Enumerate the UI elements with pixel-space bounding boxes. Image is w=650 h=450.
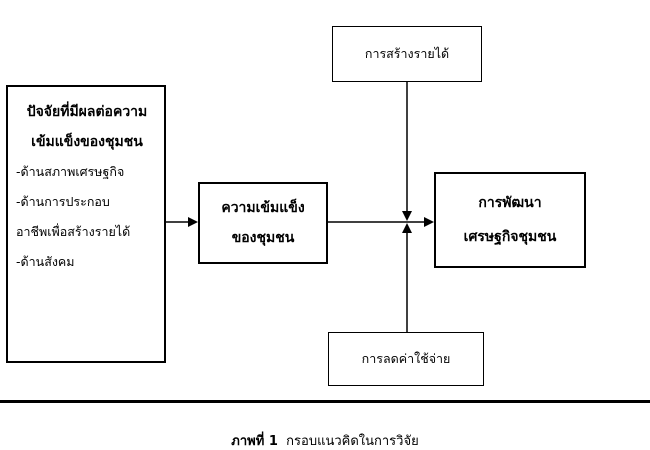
figure-caption: ภาพที่ 1 กรอบแนวคิดในการวิจัย <box>0 434 650 450</box>
economic-development-line1: การพัฒนา <box>478 195 542 211</box>
factor-item: -ด้านการประกอบ <box>16 194 110 209</box>
separator-line <box>0 400 650 403</box>
economic-development-line2: เศรษฐกิจชุมชน <box>463 229 557 245</box>
factors-title-line1: ปัจจัยที่มีผลต่อความ <box>26 104 148 120</box>
community-strength-line1: ความเข้มแข็ง <box>221 200 305 216</box>
arrowhead-income-to-junction <box>402 211 412 221</box>
caption-label: ภาพที่ 1 <box>231 434 278 449</box>
factors-title-line2: เข้มแข็งของชุมชน <box>31 134 143 150</box>
arrowhead-factors-to-strength <box>188 217 198 227</box>
cost-reduction-box: การลดค่าใช้จ่าย <box>328 332 484 386</box>
arrowhead-cost-to-junction <box>402 223 412 233</box>
community-strength-box: ความเข้มแข็ง ของชุมชน <box>198 182 328 264</box>
factor-item: -ด้านสังคม <box>16 254 75 269</box>
factor-item: อาชีพเพื่อสร้างรายได้ <box>16 224 131 239</box>
economic-development-box: การพัฒนา เศรษฐกิจชุมชน <box>434 172 586 268</box>
factor-item: -ด้านสภาพเศรษฐกิจ <box>16 164 125 179</box>
income-generation-label: การสร้างรายได้ <box>364 46 450 61</box>
income-generation-box: การสร้างรายได้ <box>332 26 482 82</box>
arrowhead-strength-to-development <box>424 217 434 227</box>
cost-reduction-label: การลดค่าใช้จ่าย <box>361 351 451 366</box>
factors-box: ปัจจัยที่มีผลต่อความ เข้มแข็งของชุมชน -ด… <box>6 85 166 363</box>
caption-text: กรอบแนวคิดในการวิจัย <box>286 434 419 449</box>
community-strength-line2: ของชุมชน <box>231 230 295 246</box>
